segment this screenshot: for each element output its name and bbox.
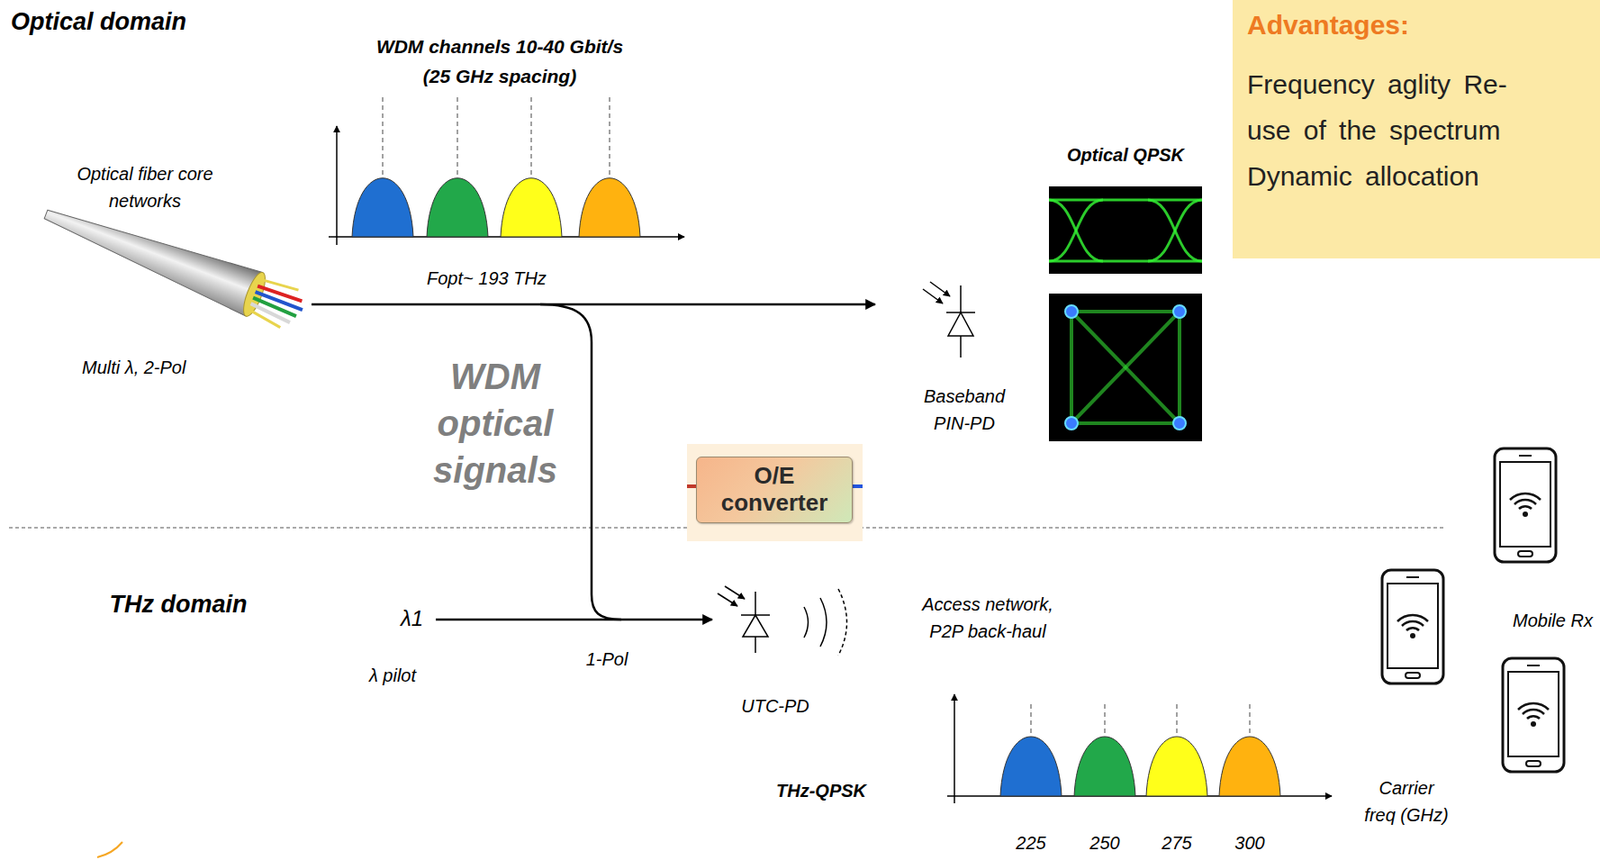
eye-diagram [1148,199,1203,262]
constellation-diagram [1071,311,1180,424]
thz-spectrum [947,694,1332,804]
fiber-cable [37,192,263,317]
constellation-diagram [1071,309,1180,314]
constellation-diagram [1071,311,1180,424]
box-heading: Advantages: [1247,9,1586,42]
signal-path [311,304,876,620]
optical-spectrum [578,178,641,237]
fiber-cable [260,275,299,294]
phone-icon [1502,658,1564,772]
optical-spectrum [352,178,414,237]
photodiode-symbol [724,586,745,599]
photodiode-symbol [930,281,950,297]
constellation-diagram [1065,305,1078,318]
eye-diagram [1048,199,1103,262]
thz-spectrum [1000,736,1062,796]
phone-icon [1494,448,1556,562]
fiber-caption: Optical fiber core networks [68,160,222,215]
converter-box: O/E converter [696,456,853,524]
phone-icon [1382,448,1564,772]
radiation-waves [804,588,848,656]
photodiode-symbol [922,281,976,358]
fiber-caption: Multi λ, 2-Pol [81,356,186,380]
wavelength-label: λ1 [400,605,424,633]
fiber-cable [246,309,282,328]
wavelength-label: λ pilot [369,664,416,688]
constellation-diagram [1065,305,1186,430]
frequency-tick: 250 [1089,831,1120,855]
photodiode-symbol [717,586,770,653]
box-body: Frequency aglity Re-use of the spectrum … [1247,61,1527,199]
thz-spectrum [953,694,956,804]
optical-spectrum [500,178,562,237]
axis-label: Carrier freq (GHz) [1362,774,1451,829]
spectrum-title: WDM channels 10-40 Gbit/s (25 GHz spacin… [367,32,633,91]
thz-spectrum [1104,704,1106,737]
device-label: Baseband PIN-PD [910,382,1019,437]
fiber-cable [37,192,310,335]
thz-spectrum [1219,736,1281,796]
thz-spectrum [1030,704,1032,737]
panel-title: Optical QPSK [1066,144,1185,167]
radiation-waves [838,588,848,656]
domain-title: THz domain [109,589,248,621]
eye-diagram [1148,199,1203,262]
constellation-diagram [1069,311,1074,424]
constellation-diagram [1173,416,1186,430]
spectrum-title: THz-QPSK [776,779,867,803]
optical-spectrum [609,97,611,179]
photodiode-symbol [948,312,974,336]
constellation-diagram [1173,305,1186,318]
frequency-tick: 300 [1234,831,1265,855]
constellation-diagram [1065,416,1078,430]
domain-title: Optical domain [10,7,187,38]
radiation-waves [820,597,827,647]
constellation-diagram [1071,421,1180,425]
converter-backdrop [687,443,863,542]
optical-spectrum [426,178,489,237]
frequency-label: Fopt~ 193 THz [426,267,547,290]
thz-spectrum [1146,736,1208,796]
eye-diagram [1048,199,1103,262]
optical-spectrum [531,97,533,179]
photodiode-symbol [922,289,943,304]
advantages-box: Advantages: Frequency aglity Re-use of th… [1232,0,1600,259]
logo-mark [97,841,123,858]
eye-diagram [1048,260,1203,263]
network-label: Access network, P2P back-haul [911,590,1065,645]
eye-diagram [1048,186,1203,274]
thz-spectrum [1249,704,1251,737]
constellation-diagram [1048,293,1203,442]
eye-diagram [1048,199,1203,262]
eye-diagram [1048,198,1203,202]
polarization-label: 1-Pol [586,648,629,671]
frequency-tick: 225 [1015,831,1046,855]
device-label: UTC-PD [741,695,810,718]
optical-spectrum [382,97,384,179]
constellation-diagram [1071,311,1180,424]
radiation-waves [804,606,809,638]
signal-path [435,618,713,622]
constellation-diagram [1177,311,1182,424]
eye-diagram [1048,186,1203,274]
signal-path [311,303,876,307]
constellation-diagram [1048,293,1203,442]
optical-spectrum [457,97,459,179]
photodiode-symbol [742,614,769,637]
receiver-label: Mobile Rx [1512,609,1593,633]
photodiode-symbol [717,593,738,606]
optical-spectrum [335,126,338,245]
signal-label: WDM optical signals [405,352,586,494]
thz-spectrum [1074,736,1136,796]
optical-spectrum [328,97,685,245]
phone-icon [1382,569,1444,684]
box-text: O/E converter [702,462,847,517]
frequency-tick: 275 [1161,831,1192,855]
thz-spectrum [1176,704,1178,737]
converter-backdrop [687,443,863,542]
